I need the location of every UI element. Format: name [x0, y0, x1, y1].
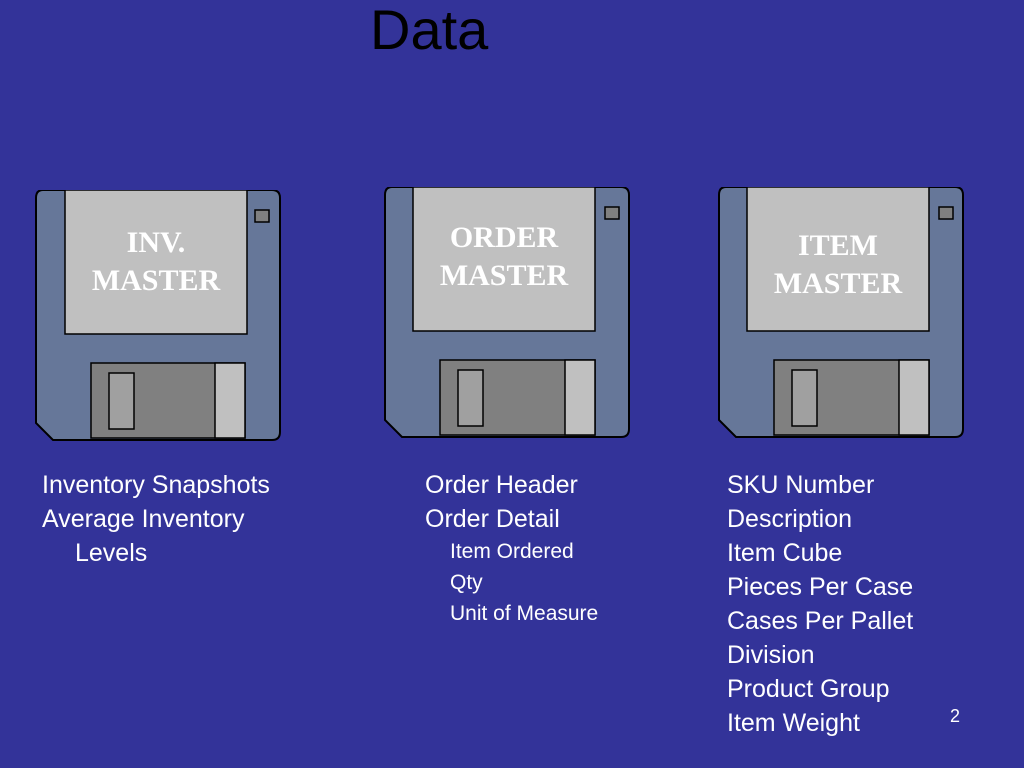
sub-list-item: Unit of Measure [450, 602, 599, 625]
list-item: Cases Per Pallet [727, 607, 914, 635]
list-item: Pieces Per Case [727, 573, 914, 601]
floppy-disk-icon: INV. MASTER [35, 190, 281, 444]
order-master-list: Order Header Order Detail Item Ordered Q… [425, 468, 598, 629]
list-item: SKU Number [727, 471, 875, 499]
item-master-list: SKU Number Description Item Cube Pieces … [727, 468, 913, 740]
disk-label-line1: ORDER [449, 221, 559, 254]
disk-label-line1: INV. [126, 226, 186, 259]
list-item: Item Weight [727, 709, 860, 737]
list-item: Item Cube [727, 539, 843, 567]
floppy-disk-icon: ORDER MASTER [384, 187, 630, 441]
list-item: Product Group [727, 675, 890, 703]
list-item: Average Inventory [42, 505, 245, 533]
sub-list-item: Qty [450, 571, 483, 594]
sub-list: Item Ordered Qty Unit of Measure [425, 536, 598, 629]
list-item-continuation: Levels [75, 539, 148, 567]
list-item: Order Detail [425, 505, 560, 533]
sub-list-item: Item Ordered [450, 540, 574, 563]
page-number: 2 [950, 706, 961, 726]
disk-label-order-master: ORDER MASTER [413, 219, 595, 295]
list-item: Order Header [425, 471, 578, 499]
disk-label-line2: MASTER [91, 264, 221, 297]
list-item: Division [727, 641, 815, 669]
list-item: Description [727, 505, 853, 533]
disk-label-inv-master: INV. MASTER [65, 224, 247, 300]
inv-master-list: Inventory Snapshots Average Inventory Le… [42, 468, 270, 570]
slide-title: Data [370, 0, 489, 61]
floppy-disk-icon: ITEM MASTER [718, 187, 964, 441]
disk-label-line2: MASTER [773, 267, 903, 300]
disk-label-line1: ITEM [797, 229, 878, 262]
disk-label-line2: MASTER [439, 259, 569, 292]
disk-label-item-master: ITEM MASTER [747, 227, 929, 303]
list-item: Inventory Snapshots [42, 471, 270, 499]
